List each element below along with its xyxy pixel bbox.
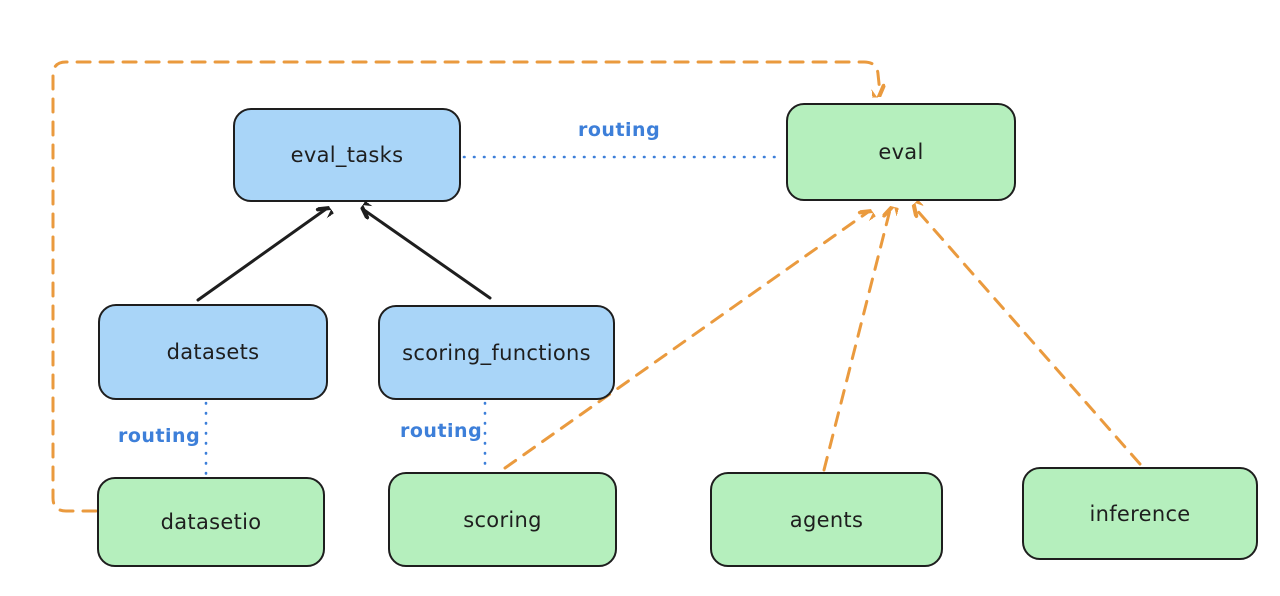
edge-scoring-functions-to-eval-tasks	[364, 210, 492, 300]
node-eval-tasks: eval_tasks	[233, 108, 461, 202]
node-agents-label: agents	[789, 507, 864, 532]
node-datasetio-label: datasetio	[160, 510, 262, 534]
node-scoring-functions-label: scoring_functions	[402, 340, 591, 365]
node-eval: eval	[786, 103, 1016, 201]
node-scoring: scoring	[388, 472, 617, 567]
node-scoring-functions: scoring_functions	[378, 305, 615, 400]
routing-label-eval-tasks-eval: routing	[578, 119, 661, 141]
edge-scoring-to-eval	[503, 212, 868, 470]
node-datasets: datasets	[98, 304, 328, 400]
node-inference: inference	[1022, 467, 1258, 560]
edge-inference-to-eval	[915, 208, 1142, 466]
node-datasets-label: datasets	[166, 340, 260, 364]
routing-label-datasets-datasetio: routing	[118, 425, 201, 447]
node-scoring-label: scoring	[463, 507, 542, 532]
edge-datasets-to-eval-tasks	[196, 209, 326, 302]
node-agents: agents	[710, 472, 943, 567]
edge-agents-to-eval	[822, 210, 890, 472]
node-datasetio: datasetio	[97, 477, 325, 567]
node-inference-label: inference	[1089, 501, 1191, 526]
routing-label-scoring-functions-scoring: routing	[400, 420, 483, 442]
node-eval-label: eval	[878, 140, 924, 164]
node-eval-tasks-label: eval_tasks	[290, 143, 404, 167]
edge-datasetio-to-eval	[51, 60, 880, 513]
